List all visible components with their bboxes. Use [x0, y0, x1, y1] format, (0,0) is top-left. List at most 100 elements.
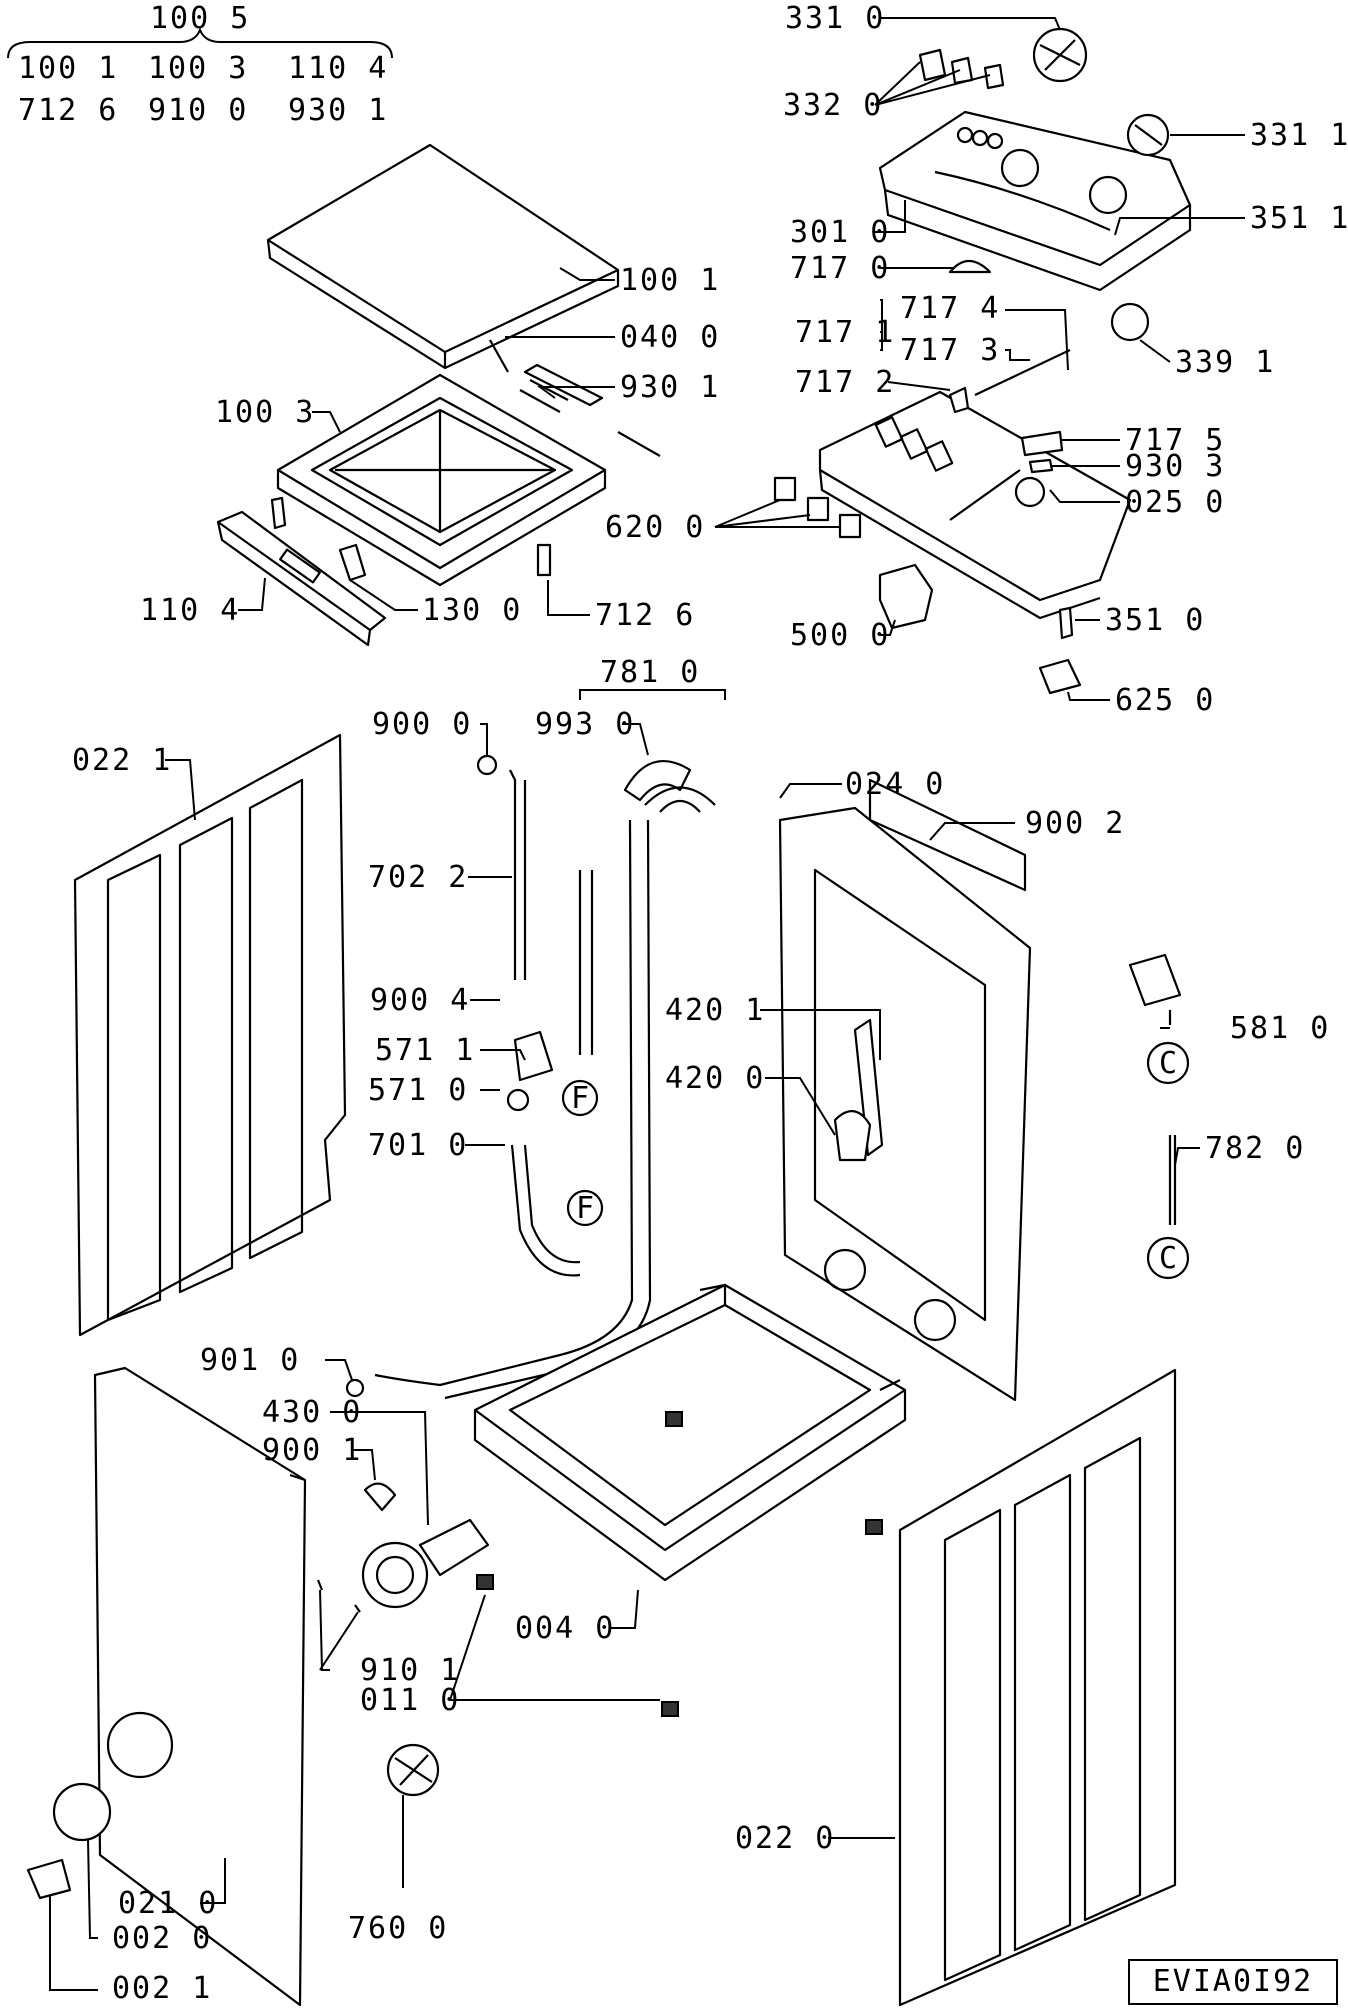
callout-label: 331 0 [785, 1, 885, 36]
foot-part [476, 1574, 494, 1590]
callout-label: 100 3 [215, 395, 315, 430]
callout-label: 712 6 [595, 598, 695, 633]
inlet-hose-part [509, 769, 527, 980]
callout-label: 781 0 [600, 655, 700, 690]
knob-part [1110, 302, 1150, 342]
front-panel-part [93, 1366, 307, 2007]
door-lock-part [878, 563, 934, 630]
washer-part [345, 1378, 365, 1398]
clip-part [1028, 458, 1054, 474]
filter-door-part [52, 1782, 112, 1842]
svg-text:F: F [571, 1081, 591, 1116]
callout-label: 025 0 [1125, 485, 1225, 520]
callout-label: 571 1 [375, 1033, 475, 1068]
hinge-pin-part [489, 339, 509, 373]
button-part [983, 63, 1005, 90]
callout-label: 930 3 [1125, 449, 1225, 484]
callout-label: 331 1 [1250, 118, 1348, 153]
base-frame-part [473, 1283, 907, 1582]
callout-label: 717 4 [900, 291, 1000, 326]
callout-label: 620 0 [605, 510, 705, 545]
top-frame-part [276, 373, 607, 587]
callout-label: 782 0 [1205, 1131, 1305, 1166]
svg-text:F: F [576, 1191, 596, 1226]
knob-part [1126, 113, 1170, 157]
callout-label: 500 0 [790, 618, 890, 653]
foot-part [865, 1519, 883, 1535]
kit-item-label: 100 1 [18, 51, 118, 86]
top-lid-part [266, 143, 620, 370]
callout-label: 100 1 [620, 263, 720, 298]
pump-filter-part [386, 1743, 440, 1797]
callout-label: 011 0 [360, 1683, 460, 1718]
push-button-part [838, 513, 862, 539]
callout-label: 130 0 [422, 593, 522, 628]
kit-header: 100 5 100 1 100 3 110 4 712 6 910 0 930 … [7, 1, 393, 128]
capacitor-part [833, 1110, 872, 1162]
front-trim-part [216, 510, 387, 647]
callout-label: 022 0 [735, 1821, 835, 1856]
door-hinge-part [26, 1858, 72, 1900]
callout-label: 625 0 [1115, 683, 1215, 718]
callout-label: 930 1 [620, 370, 720, 405]
connector-c-bottom: C [1146, 1236, 1190, 1280]
callout-label: 900 1 [262, 1433, 362, 1468]
callout-label: 040 0 [620, 320, 720, 355]
fuse-part [1058, 606, 1074, 640]
callout-label: 717 1 [795, 315, 895, 350]
kit-item-label: 100 3 [148, 51, 248, 86]
callout-label: 024 0 [845, 767, 945, 802]
hinge-part [536, 543, 552, 577]
callout-label: 420 1 [665, 993, 765, 1028]
right-side-panel-part [898, 1368, 1177, 2007]
foot-part [661, 1701, 679, 1717]
svg-text:C: C [1159, 1241, 1179, 1276]
callout-label: 022 1 [72, 743, 172, 778]
callout-label: 901 0 [200, 1343, 300, 1378]
hose-hook-part [623, 760, 692, 802]
callout-label: 004 0 [515, 1611, 615, 1646]
callout-label: 717 0 [790, 251, 890, 286]
drawing-code-box: EVIA0I92 [1128, 1959, 1338, 2005]
kit-item-label: 930 1 [288, 93, 388, 128]
latch-part [338, 543, 367, 582]
left-side-panel-part [73, 733, 347, 1337]
foot-part [665, 1411, 683, 1427]
pump-gasket-part [363, 1482, 397, 1512]
filter-washer-part [506, 1088, 530, 1112]
kit-item-label: 110 4 [288, 51, 388, 86]
callout-label: 701 0 [368, 1128, 468, 1163]
sensor-part [948, 386, 970, 414]
callout-label: 110 4 [140, 593, 240, 628]
callout-label: 351 1 [1250, 201, 1348, 236]
gasket-part [476, 754, 498, 776]
kit-item-label: 910 0 [148, 93, 248, 128]
callout-label: 002 0 [112, 1921, 212, 1956]
drain-hose-part [510, 1144, 581, 1277]
callout-label: 332 0 [783, 88, 883, 123]
callout-label: 002 1 [112, 1971, 212, 2006]
callout-label: 910 1 [360, 1653, 460, 1688]
callout-label: 339 1 [1175, 345, 1275, 380]
relay-part [1020, 430, 1064, 457]
push-button-part [806, 496, 830, 522]
electronics-housing-part [818, 390, 1132, 620]
callout-label: 900 0 [372, 707, 472, 742]
button-part [918, 48, 947, 82]
callout-label: 301 0 [790, 215, 890, 250]
callout-label: 021 0 [118, 1886, 218, 1921]
screw-part [316, 1579, 361, 1613]
seal-strip-part [617, 431, 661, 457]
callout-label: 760 0 [348, 1911, 448, 1946]
button-part [950, 56, 974, 85]
plug-part [1128, 953, 1182, 1007]
callout-label: 900 4 [370, 983, 470, 1018]
callout-label: 571 0 [368, 1073, 468, 1108]
rear-panel-part [778, 778, 1032, 1402]
callout-label: 717 2 [795, 365, 895, 400]
connector-f-top: F [561, 1079, 599, 1117]
connector-f-bottom: F [566, 1189, 604, 1227]
callout-label: 420 0 [665, 1061, 765, 1096]
svg-text:C: C [1159, 1046, 1179, 1081]
